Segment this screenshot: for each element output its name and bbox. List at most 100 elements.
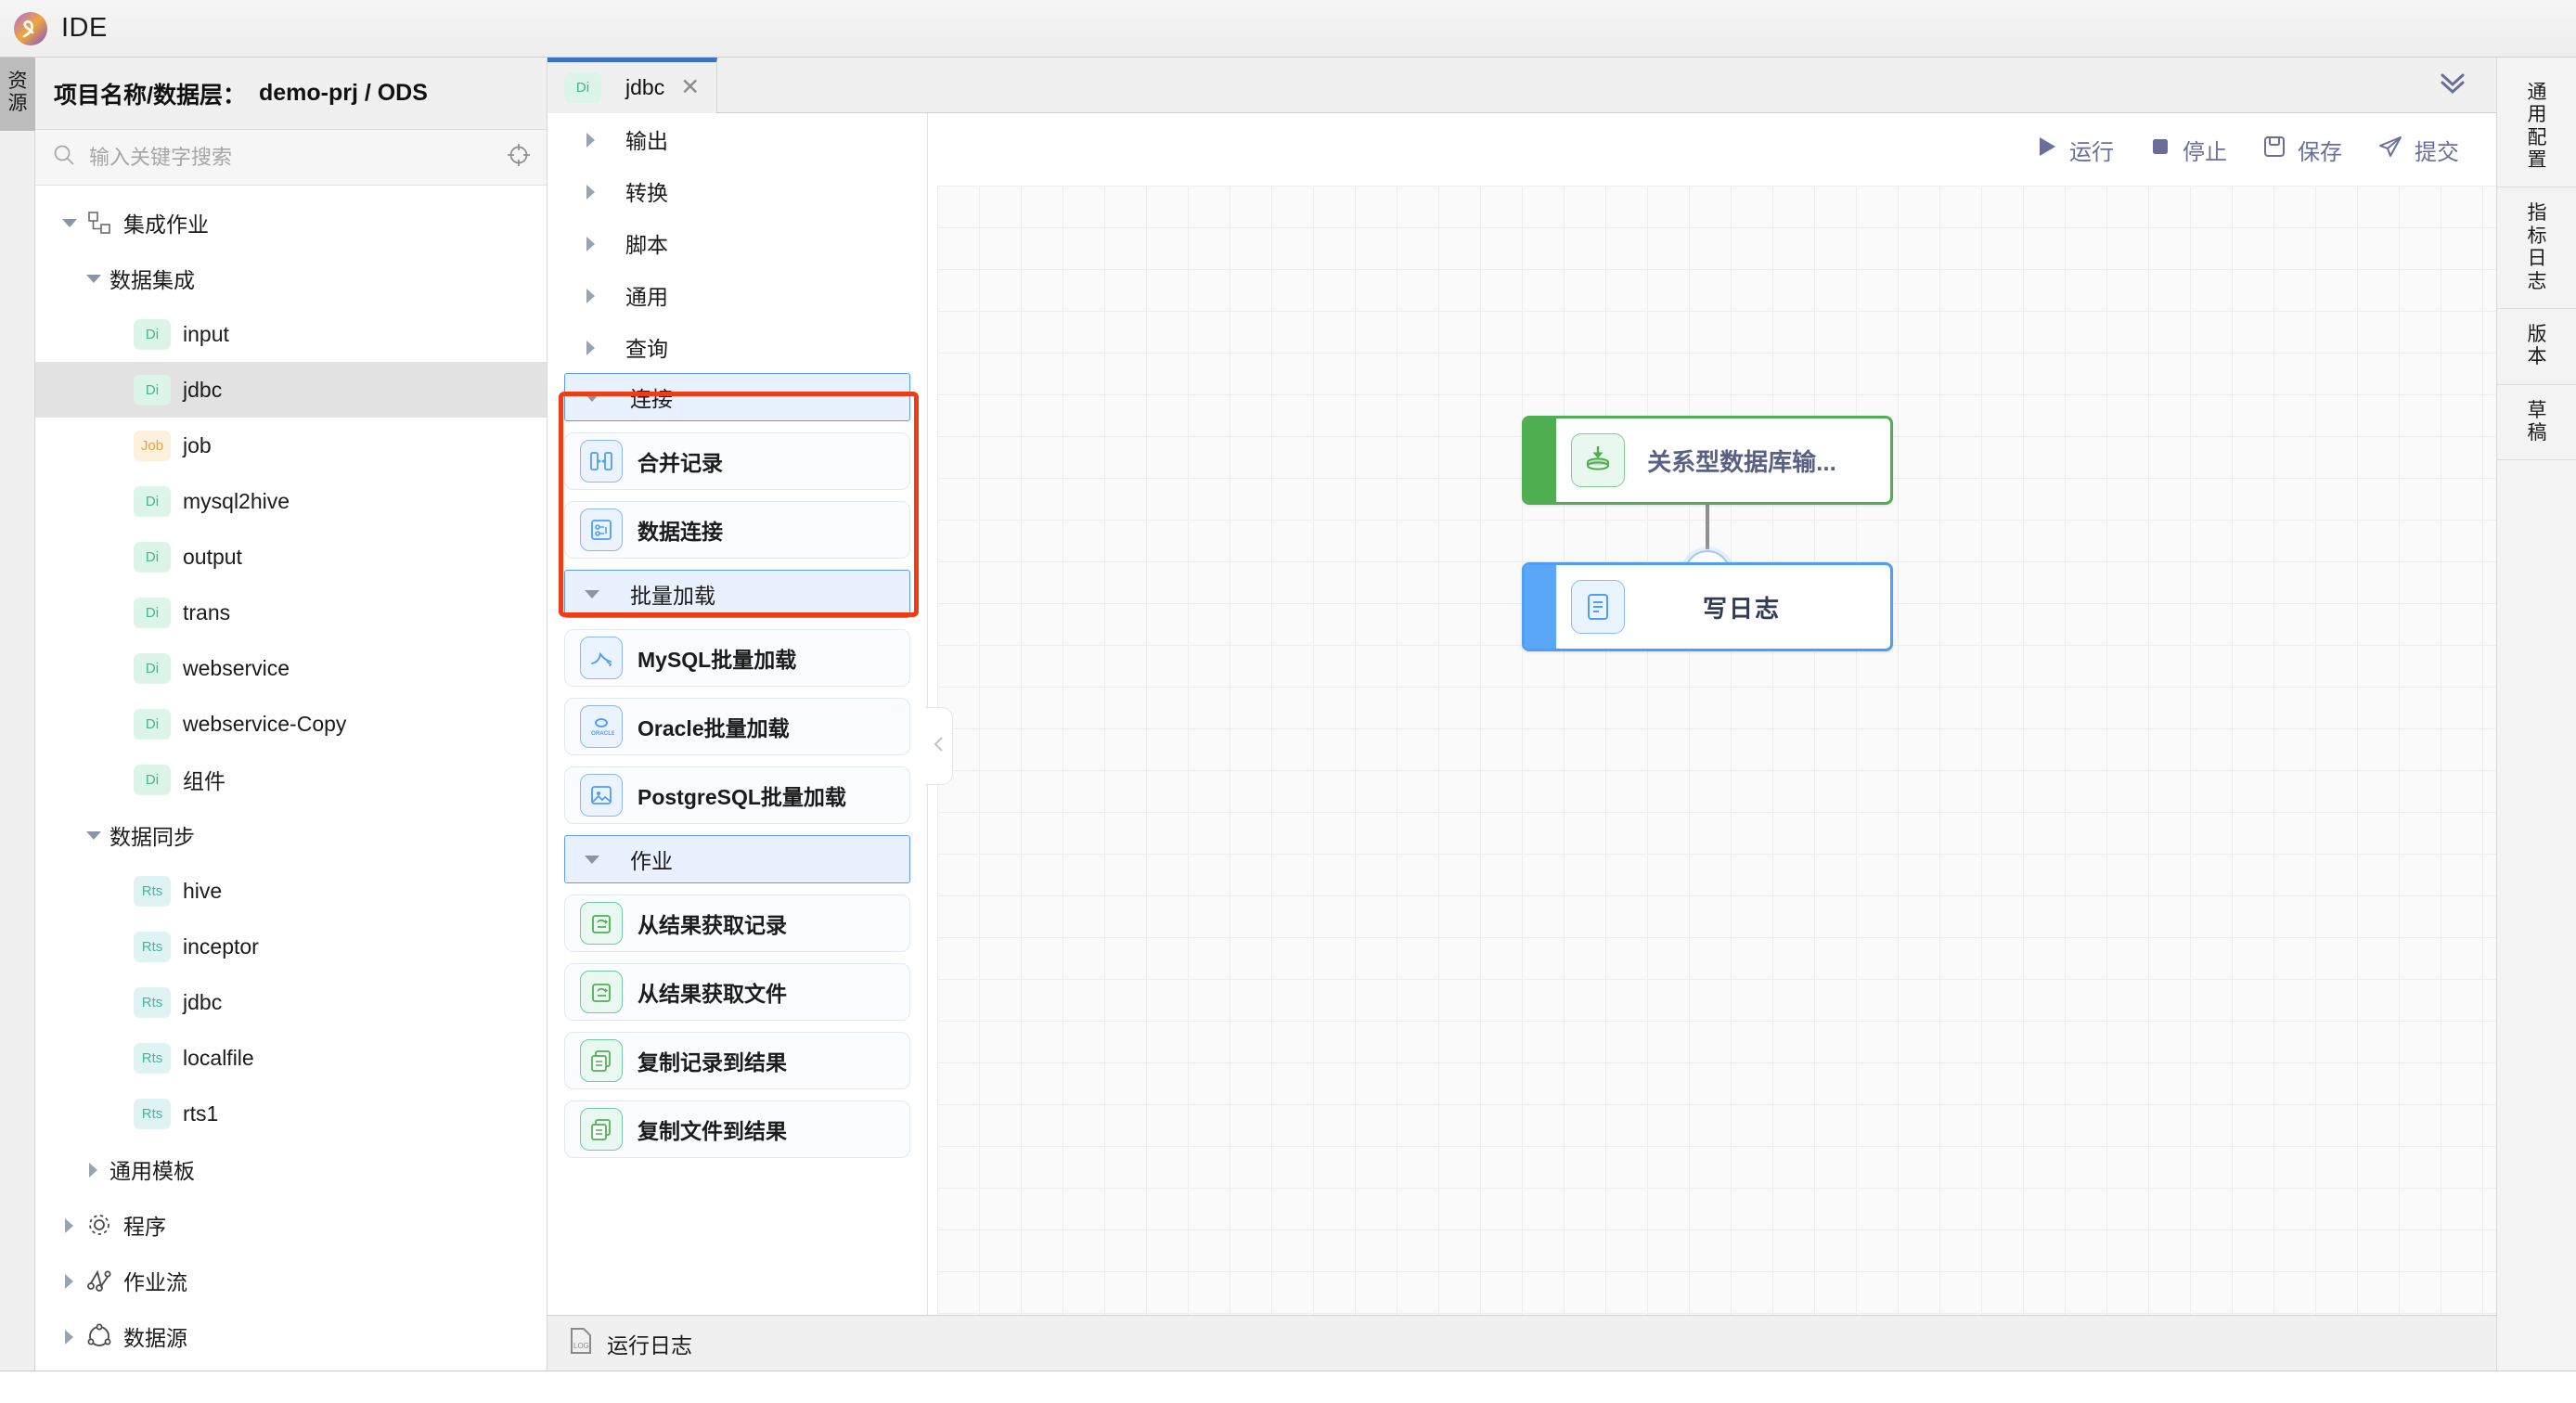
close-icon[interactable]: ✕ (680, 74, 701, 100)
right-rail-tab-char: 志 (2527, 270, 2547, 292)
palette-group-转换[interactable]: 转换 (547, 165, 927, 217)
right-rail-tab-char: 置 (2527, 149, 2547, 172)
double-chevron-down-icon[interactable] (2437, 69, 2468, 101)
tree-item-badge: Rts (134, 931, 171, 962)
palette-group-输出[interactable]: 输出 (547, 113, 927, 165)
tree-caret-placeholder (108, 1103, 128, 1124)
tree-caret-placeholder (108, 1048, 128, 1068)
tree-item-通用模板[interactable]: 通用模板 (35, 1141, 547, 1197)
palette-section-header-批量加载[interactable]: 批量加载 (564, 570, 910, 618)
right-rail-tab-char: 配 (2527, 126, 2547, 148)
right-rail-tab-char: 草 (2527, 399, 2547, 421)
tree-item-label: 程序 (123, 1215, 166, 1239)
palette-group-查询[interactable]: 查询 (547, 321, 927, 373)
palette-section-label: 连接 (630, 387, 673, 411)
palette-item-MySQL批量加载[interactable]: MySQL批量加载 (564, 629, 910, 687)
palette-section-header-连接[interactable]: 连接 (564, 373, 910, 421)
toolbar-button-提交[interactable]: 提交 (2377, 134, 2459, 166)
right-rail-tab-char: 日 (2527, 248, 2547, 270)
chevron-right-icon[interactable] (84, 1159, 104, 1179)
toolbar-button-停止[interactable]: 停止 (2149, 134, 2227, 166)
datasource-icon (85, 1322, 113, 1350)
tree-item-label: hive (183, 878, 223, 903)
merge-records-icon (580, 440, 623, 483)
chevron-down-icon (582, 387, 602, 407)
chevron-down-icon[interactable] (84, 268, 104, 289)
palette-item-合并记录[interactable]: 合并记录 (564, 432, 910, 490)
palette-item-复制文件到结果[interactable]: 复制文件到结果 (564, 1101, 910, 1158)
tree-item-badge: Rts (134, 875, 171, 907)
search-input[interactable] (89, 145, 493, 170)
chevron-right-icon[interactable] (59, 1326, 80, 1346)
chevron-right-icon (581, 129, 601, 149)
palette-item-复制记录到结果[interactable]: 复制记录到结果 (564, 1032, 910, 1089)
flow-canvas[interactable]: 关系型数据库输... 写日志 (937, 186, 2496, 1315)
palette-collapse-handle[interactable] (925, 707, 953, 785)
toolbar-button-保存[interactable]: 保存 (2262, 134, 2342, 166)
right-rail-tab-草稿[interactable]: 草稿 (2497, 385, 2576, 461)
right-rail-tab-指标日志[interactable]: 指标日志 (2497, 187, 2576, 309)
palette-item-数据连接[interactable]: 数据连接 (564, 501, 910, 559)
palette-group-通用[interactable]: 通用 (547, 269, 927, 321)
tree-item-label: jdbc (183, 989, 223, 1014)
tab-jdbc[interactable]: Di jdbc ✕ (547, 57, 718, 113)
tree-item-badge: Di (134, 764, 171, 795)
tree-item-label: trans (183, 599, 231, 624)
chevron-down-icon[interactable] (84, 825, 104, 845)
status-bar-label[interactable]: 运行日志 (607, 1332, 692, 1358)
tree-item-集成作业[interactable]: 集成作业 (35, 195, 547, 251)
tree-item-label: 数据集成 (109, 268, 195, 292)
tree-item-数据集成[interactable]: 数据集成 (35, 251, 547, 306)
right-rail-tab-版本[interactable]: 版本 (2497, 309, 2576, 385)
palette-section-label: 批量加载 (630, 584, 715, 608)
tree-item-badge: Rts (134, 1098, 171, 1129)
palette-item-从结果获取文件[interactable]: 从结果获取文件 (564, 963, 910, 1021)
flow-node-database-input[interactable]: 关系型数据库输... (1522, 416, 1893, 505)
locate-target-icon[interactable] (506, 142, 532, 173)
palette-group-label: 转换 (625, 181, 668, 205)
app-title: IDE (61, 13, 108, 43)
chevron-right-icon (581, 181, 601, 201)
chevron-right-icon[interactable] (59, 1215, 80, 1235)
chevron-down-icon[interactable] (59, 212, 80, 233)
right-rail-tab-通用配置[interactable]: 通用配置 (2497, 67, 2576, 188)
palette-item-label: MySQL批量加载 (638, 648, 797, 672)
chevron-right-icon[interactable] (59, 1270, 80, 1291)
tree-item-作业流[interactable]: 作业流 (35, 1253, 547, 1308)
tree-item-badge: Di (134, 652, 171, 684)
tree-item-label: job (183, 432, 212, 457)
tree-item-数据源[interactable]: 数据源 (35, 1308, 547, 1364)
palette-item-label: Oracle批量加载 (638, 716, 790, 740)
editor-tabstrip: Di jdbc ✕ (547, 57, 2496, 113)
tree-item-数据同步[interactable]: 数据同步 (35, 807, 547, 863)
tree-item-程序[interactable]: 程序 (35, 1197, 547, 1253)
palette-group-脚本[interactable]: 脚本 (547, 217, 927, 269)
explorer-panel: 项目名称/数据层： demo-prj / ODS 集成作业数据集成Diinput… (35, 58, 547, 1403)
chevron-right-icon (581, 285, 601, 305)
rail-tab-resources[interactable]: 资 源 (0, 58, 35, 132)
flow-node-write-log[interactable]: 写日志 (1522, 562, 1893, 651)
toolbar-button-运行[interactable]: 运行 (2034, 134, 2114, 166)
palette-section-header-作业[interactable]: 作业 (564, 835, 910, 883)
search-bar (35, 130, 547, 186)
palette-item-PostgreSQL批量加载[interactable]: PostgreSQL批量加载 (564, 766, 910, 824)
app-titlebar: IDE (0, 0, 2576, 58)
palette-item-从结果获取记录[interactable]: 从结果获取记录 (564, 895, 910, 952)
status-bar: LOG 运行日志 (547, 1315, 2496, 1371)
log-file-icon: LOG (568, 1327, 594, 1360)
